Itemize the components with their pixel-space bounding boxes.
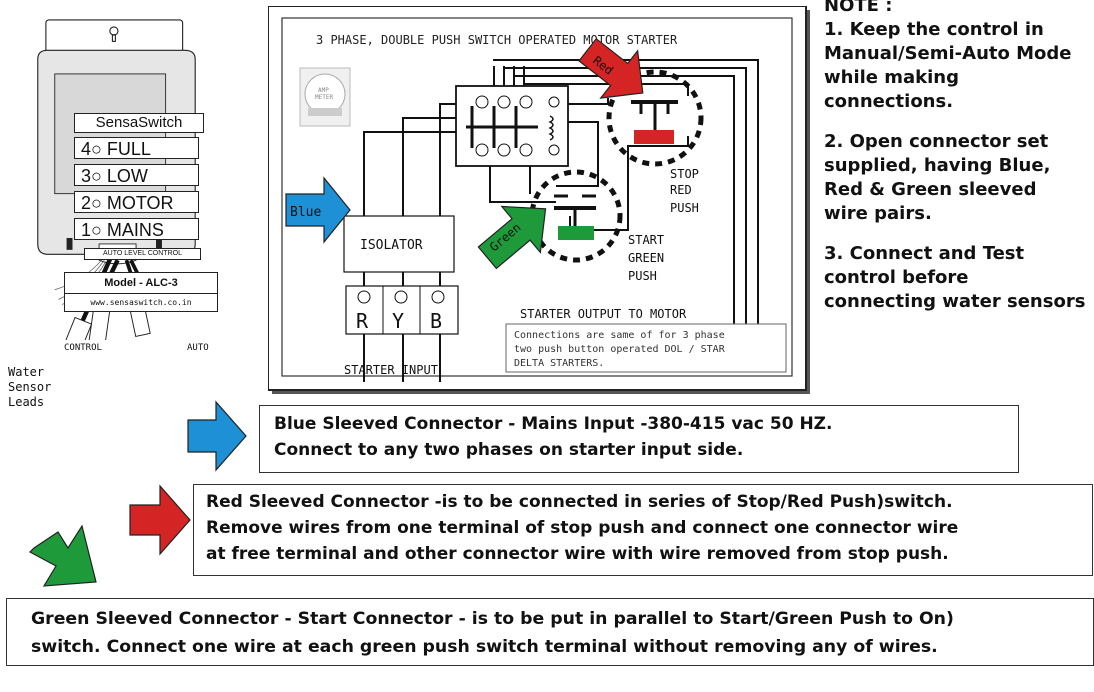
starter-output-label: STARTER OUTPUT TO MOTOR (520, 307, 687, 321)
svg-text:METER: METER (315, 94, 333, 101)
red-connector-line-3: at free terminal and other connector wir… (206, 544, 949, 564)
device-model: Model - ALC-3 (64, 272, 218, 294)
starter-input-label: STARTER INPUT (344, 363, 438, 377)
connector-arrows (29, 400, 247, 587)
diagram-title: 3 PHASE, DOUBLE PUSH SWITCH OPERATED MOT… (316, 33, 678, 47)
blue-connector-line-2: Connect to any two phases on starter inp… (274, 440, 744, 460)
contactor (455, 85, 569, 167)
stop-label-2: RED (670, 183, 692, 197)
terminal-y: Y (392, 309, 404, 333)
control-label: CONTROL (64, 343, 102, 353)
amp-meter: AMP METER (299, 67, 351, 127)
green-connector-line-2: switch. Connect one wire at each green p… (31, 637, 938, 657)
stop-label-1: STOP (670, 167, 699, 181)
start-label-3: PUSH (628, 269, 657, 283)
indicator-mains: 1○ MAINS (74, 218, 199, 240)
keyhole-icon (109, 26, 119, 42)
note-box-line-1: Connections are same of for 3 phase (514, 330, 725, 341)
note-box-line-3: DELTA STARTERS. (514, 358, 604, 369)
red-arrow (578, 37, 644, 99)
note-item-1: 1. Keep the control in Manual/Semi-Auto … (824, 19, 1072, 112)
auto-switch (156, 238, 162, 250)
start-label-1: START (628, 233, 664, 247)
red-connector-line-2: Remove wires from one terminal of stop p… (206, 518, 959, 538)
device-subtitle: AUTO LEVEL CONTROL (84, 248, 201, 260)
blue-connector-line-1: Blue Sleeved Connector - Mains Input -38… (274, 414, 833, 434)
note-item-2: 2. Open connector set supplied, having B… (824, 131, 1051, 224)
auto-label: AUTO (187, 343, 209, 353)
starter-wiring-diagram: 3 PHASE, DOUBLE PUSH SWITCH OPERATED MOT… (268, 6, 810, 394)
svg-text:AMP: AMP (318, 87, 329, 94)
green-connector-line-1: Green Sleeved Connector - Start Connecto… (31, 609, 954, 629)
green-sleeved-connector (43, 316, 93, 340)
sensor-leads-label: Water Sensor Leads (8, 365, 52, 409)
indicator-low: 3○ LOW (74, 164, 199, 186)
device-website: www.sensaswitch.co.in (64, 293, 218, 312)
indicator-full: 4○ FULL (74, 137, 199, 159)
device-brand: SensaSwitch (74, 113, 204, 133)
stop-label-3: PUSH (670, 201, 699, 215)
isolator-label: ISOLATOR (360, 238, 423, 253)
blue-arrow (285, 176, 351, 244)
blue-connector-box: Blue Sleeved Connector - Mains Input -38… (259, 405, 1019, 473)
isolator (343, 215, 455, 273)
red-connector-line-1: Red Sleeved Connector -is to be connecte… (206, 492, 953, 512)
terminal-b: B (430, 309, 442, 333)
start-green-push (529, 169, 623, 263)
blue-arrow-label: Blue (290, 205, 321, 220)
note-item-3: 3. Connect and Test control before conne… (824, 243, 1086, 312)
terminal-r: R (356, 309, 369, 333)
note-box-line-2: two push button operated DOL / STAR (514, 344, 726, 355)
green-connector-box: Green Sleeved Connector - Start Connecto… (6, 598, 1094, 666)
green-arrow (477, 205, 547, 270)
control-switch (66, 238, 73, 250)
note-heading: NOTE : (824, 0, 893, 16)
stop-red-push (606, 69, 704, 167)
input-terminals (345, 285, 459, 335)
start-label-2: GREEN (628, 251, 664, 265)
green-connector-arrow (29, 524, 97, 587)
red-connector-box: Red Sleeved Connector -is to be connecte… (193, 484, 1093, 576)
red-connector-arrow (129, 484, 191, 556)
indicator-motor: 2○ MOTOR (74, 191, 199, 213)
blue-connector-arrow (187, 400, 247, 472)
note-panel: NOTE : 1. Keep the control in Manual/Sem… (824, 0, 1086, 330)
